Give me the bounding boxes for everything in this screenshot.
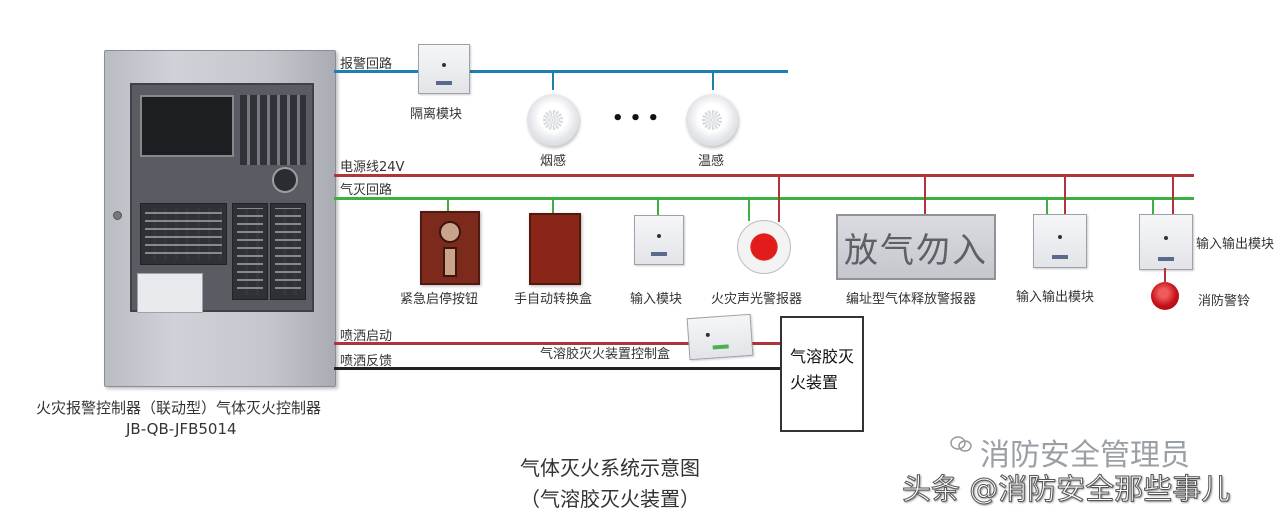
gas-drop-strobe: [748, 197, 750, 221]
gas-drop-button: [447, 197, 449, 211]
io-module-right-label: 输入输出模块: [1196, 237, 1275, 252]
navigation-dial: [272, 167, 298, 193]
input-module-label: 输入模块: [630, 292, 683, 307]
manual-auto-switch-device: [529, 213, 581, 285]
emergency-button-label: 紧急启停按钮: [400, 292, 479, 307]
power-24v-line: [334, 174, 1194, 177]
fire-alarm-controller-cabinet: [104, 50, 336, 387]
diagram-caption: 气体灭火系统示意图: [520, 456, 700, 480]
printer-slot: [137, 273, 203, 313]
io-module-device: [1033, 214, 1087, 268]
gas-drop-io-right: [1152, 197, 1154, 215]
isolation-module-device: [418, 44, 470, 94]
release-sign-device: 放气勿入: [836, 214, 996, 280]
alarm-bell-label: 消防警铃: [1198, 294, 1251, 309]
aerosol-controller-device: [686, 313, 754, 361]
spray-feedback-line: [334, 367, 780, 370]
spray-feedback-label: 喷洒反馈: [340, 354, 393, 369]
keypad: [240, 95, 306, 165]
power-drop-io-right: [1172, 174, 1174, 214]
indicator-panel-mid: [232, 203, 268, 300]
alarm-drop-1: [552, 70, 554, 90]
gas-drop-input: [657, 197, 659, 215]
watermark-source: 头条 @消防安全那些事儿: [901, 472, 1231, 507]
push-button-icon: [439, 221, 461, 243]
manual-auto-switch-label: 手自动转换盒: [514, 292, 593, 307]
input-module-device: [634, 215, 684, 265]
cabinet-title: 火灾报警控制器（联动型）气体灭火控制器: [36, 399, 322, 417]
isolation-module-label: 隔离模块: [410, 107, 463, 122]
ellipsis: • • •: [612, 108, 660, 129]
controller-panel: [130, 83, 314, 312]
sound-light-alarm-icon: [737, 220, 791, 274]
smoke-detector-icon: [527, 94, 579, 146]
power-drop-io: [1064, 174, 1066, 214]
smoke-detector-label: 烟感: [540, 154, 567, 169]
door-lock-icon: [113, 211, 122, 220]
gas-loop-line: [334, 197, 1194, 200]
gas-loop-label: 气灭回路: [340, 183, 393, 198]
alarm-bell-icon: [1151, 282, 1179, 310]
lcd-screen: [140, 95, 234, 157]
heat-detector-icon: [686, 94, 738, 146]
power-24v-label: 电源线24V: [340, 160, 405, 175]
power-drop-strobe: [778, 174, 780, 222]
cabinet-model: JB-QB-JFB5014: [126, 420, 237, 438]
io-module-right-device: [1139, 214, 1193, 270]
release-sign-label: 编址型气体释放警报器: [846, 292, 977, 307]
alarm-loop-label: 报警回路: [340, 57, 393, 72]
gas-drop-io: [1046, 197, 1048, 215]
gas-drop-switch: [552, 197, 554, 213]
sound-light-alarm-label: 火灾声光警报器: [711, 292, 803, 307]
io-module-label: 输入输出模块: [1016, 290, 1095, 305]
emergency-button-device: [420, 211, 480, 285]
alarm-drop-2: [712, 70, 714, 90]
aerosol-device-box: 气溶胶灭 火装置: [780, 316, 864, 432]
heat-detector-label: 温感: [698, 154, 725, 169]
watermark-account: 消防安全管理员: [980, 438, 1190, 473]
indicator-panel-left: [140, 203, 227, 265]
spray-start-label: 喷洒启动: [340, 329, 393, 344]
bell-drop: [1164, 268, 1166, 282]
indicator-panel-right: [270, 203, 306, 300]
spray-start-line: [334, 342, 780, 345]
alarm-loop-line: [334, 70, 788, 73]
diagram-subcaption: （气溶胶灭火装置）: [520, 487, 700, 511]
power-drop-sign: [924, 174, 926, 214]
wechat-logo-icon: [950, 436, 972, 452]
stop-lever-icon: [443, 247, 457, 277]
aerosol-controller-label: 气溶胶灭火装置控制盒: [540, 347, 671, 362]
